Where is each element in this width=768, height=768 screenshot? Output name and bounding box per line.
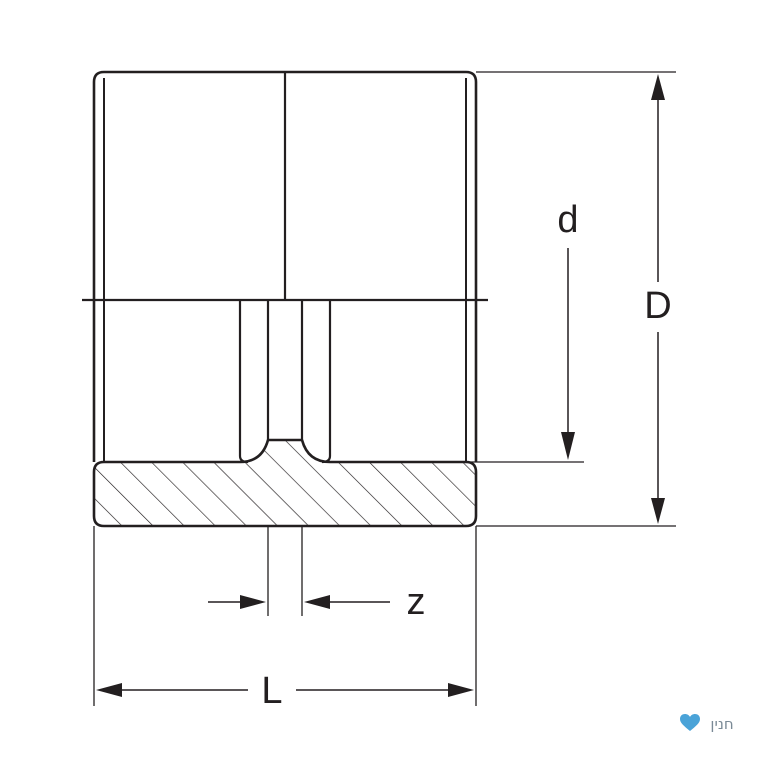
logo: חנין [680, 714, 734, 733]
dimension-L [96, 683, 474, 697]
dimension-D [651, 74, 665, 524]
dimension-z [208, 595, 390, 609]
fitting-body [82, 70, 488, 462]
label-L: L [261, 670, 282, 712]
label-z: z [407, 581, 426, 623]
dimension-d [561, 248, 575, 460]
logo-text: חנין [710, 715, 733, 733]
label-D: D [644, 285, 671, 327]
label-d: d [557, 199, 578, 241]
section-hatch-fill [94, 440, 476, 526]
heart-icon [680, 714, 700, 731]
center-stop [238, 300, 332, 464]
extension-lines [93, 71, 676, 706]
